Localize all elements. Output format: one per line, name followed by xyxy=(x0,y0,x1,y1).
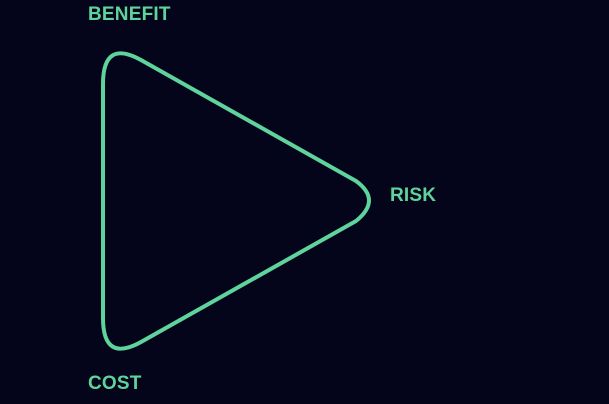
vertex-label-benefit: BENEFIT xyxy=(88,4,171,25)
vertex-label-cost: COST xyxy=(88,373,142,394)
triangle-outline xyxy=(101,51,371,351)
vertex-label-risk: RISK xyxy=(390,185,437,206)
